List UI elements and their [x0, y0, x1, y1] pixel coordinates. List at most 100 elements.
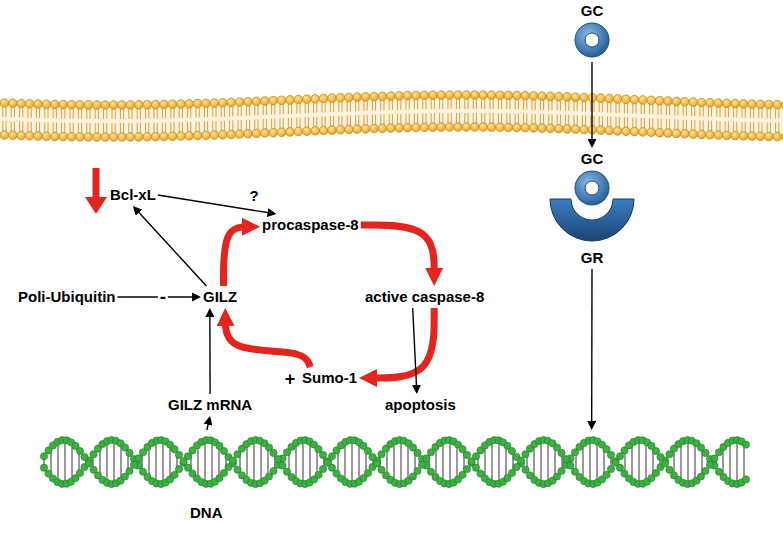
dna-strand-bead	[652, 469, 659, 476]
lipid-tail	[325, 102, 326, 112]
lipid-tail	[305, 117, 306, 127]
lipid-tail	[254, 105, 255, 115]
lipid-tail	[254, 119, 255, 129]
lipid-tail	[224, 121, 225, 131]
lipid-head	[781, 132, 783, 141]
lipid-tail	[28, 108, 29, 118]
lipid-tail	[560, 115, 561, 125]
lipid-tail	[686, 120, 687, 130]
lipid-tail	[745, 108, 746, 118]
lipid-tail	[548, 100, 549, 110]
lipid-tail	[48, 122, 49, 132]
lipid-tail	[73, 109, 74, 119]
lipid-tail	[325, 116, 326, 126]
lipid-head	[193, 131, 202, 140]
lipid-tail	[140, 109, 141, 119]
lipid-tail	[456, 99, 457, 109]
dna-strand-bead	[472, 464, 479, 471]
lipid-tail	[619, 103, 620, 113]
dna-strand-bead	[742, 476, 749, 483]
lipid-tail	[36, 108, 37, 118]
lipid-tail	[652, 104, 653, 114]
lipid-tail	[31, 108, 32, 118]
lipid-head	[76, 101, 85, 110]
lipid-tail	[207, 121, 208, 131]
lipid-tail	[196, 122, 197, 132]
lipid-tail	[607, 102, 608, 112]
receptor: GR	[548, 193, 636, 267]
lipid-tail	[610, 102, 611, 112]
base-pair	[491, 441, 493, 484]
lipid-head	[765, 132, 774, 141]
lipid-head	[126, 133, 135, 142]
lipid-tail	[678, 119, 679, 129]
lipid-tail	[736, 122, 737, 132]
lipid-tail	[649, 118, 650, 128]
lipid-head	[17, 131, 26, 140]
lipid-head	[420, 91, 429, 100]
lipid-head	[93, 101, 102, 110]
lipid-tail	[560, 101, 561, 111]
lipid-tail	[700, 106, 701, 116]
base-pair	[218, 445, 220, 478]
lipid-head	[513, 91, 522, 100]
lipid-tail	[616, 117, 617, 127]
lipid-tail	[148, 123, 149, 133]
lipid-head	[471, 91, 480, 100]
lipid-tail	[468, 99, 469, 109]
base-pair	[155, 441, 157, 484]
lipid-head	[546, 92, 555, 101]
lipid-head	[168, 100, 177, 109]
lipid-head	[630, 127, 639, 136]
lipid-tail	[355, 101, 356, 111]
lipid-head	[51, 132, 60, 141]
lipid-head	[403, 91, 412, 100]
lipid-tail	[636, 118, 637, 128]
lipid-head	[311, 95, 320, 104]
base-pair	[309, 442, 311, 483]
lipid-tail	[686, 106, 687, 116]
lipid-tail	[132, 109, 133, 119]
lipid-tail	[342, 116, 343, 126]
lipid-tail	[540, 114, 541, 124]
base-pair	[106, 441, 108, 483]
lipid-head	[244, 129, 253, 138]
lipid-head	[67, 132, 76, 141]
lipid-tail	[543, 114, 544, 124]
modifier-label: Sumo-1	[302, 369, 357, 387]
lipid-tail	[305, 103, 306, 113]
lipid-tail	[434, 99, 435, 109]
dna-strand-bead	[126, 449, 133, 456]
lipid-tail	[128, 109, 129, 119]
lipid-head	[655, 128, 664, 137]
lipid-head	[219, 98, 228, 107]
base-pair	[162, 440, 164, 483]
dna-strand-bead	[175, 451, 182, 458]
lipid-tail	[594, 102, 595, 112]
lipid-tail	[661, 119, 662, 129]
node-text: procaspase-8	[262, 216, 359, 234]
lipid-tail	[582, 115, 583, 125]
lipid-tail	[154, 123, 155, 133]
dna-strand-bead	[706, 461, 713, 468]
arrow	[413, 308, 417, 390]
dna-strand-bead	[414, 467, 421, 474]
lipid-tail	[753, 108, 754, 118]
lipid-tail	[708, 121, 709, 131]
lipid-head	[739, 132, 748, 141]
lipid-tail	[53, 108, 54, 118]
base-pair	[638, 440, 640, 484]
lipid-head	[723, 99, 732, 108]
lipid-tail	[742, 122, 743, 132]
lipid-tail	[476, 99, 477, 109]
lipid-head	[538, 124, 547, 133]
node-text: GR	[548, 249, 636, 267]
lipid-tail	[439, 99, 440, 109]
lipid-head	[202, 131, 211, 140]
lipid-tail	[358, 115, 359, 125]
lipid-head	[59, 100, 68, 109]
lipid-head	[345, 125, 354, 134]
lipid-tail	[753, 122, 754, 132]
arrow	[591, 269, 593, 426]
lipid-head	[370, 124, 379, 133]
